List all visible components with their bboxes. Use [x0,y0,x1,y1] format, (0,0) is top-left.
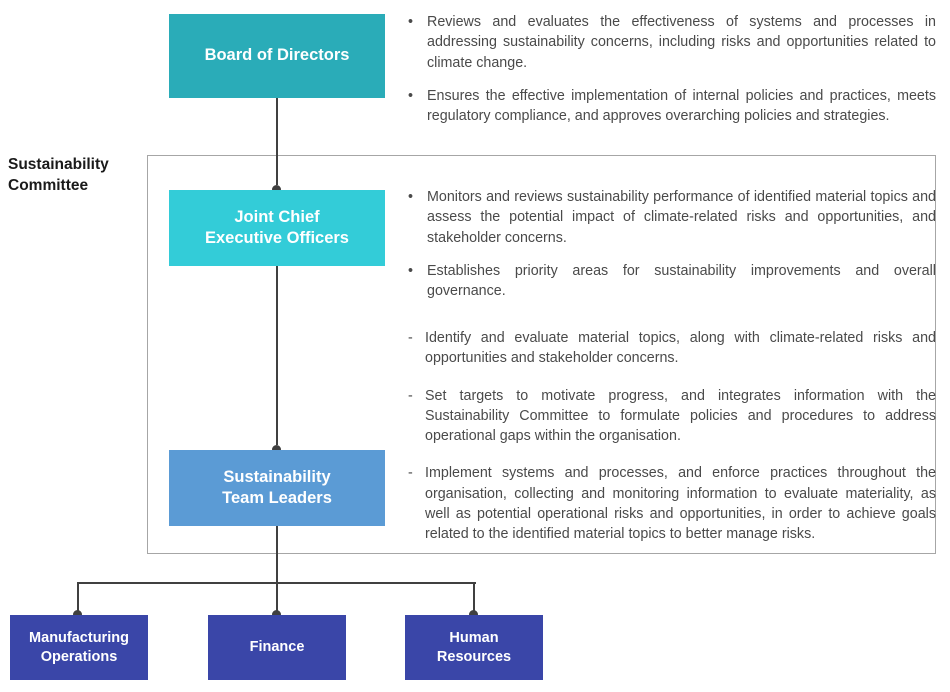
committee-label-line-1: Sustainability [8,156,109,173]
responsibility-text: Monitors and reviews sustainability perf… [427,189,936,246]
responsibility-text: Identify and evaluate material topics, a… [425,330,936,367]
connector-dot-jceo [272,185,281,194]
responsibility-item: • Reviews and evaluates the effectiveness… [400,12,936,73]
node-finance-label: Finance [249,639,305,656]
responsibility-item: • Monitors and reviews sustainability per… [400,187,936,248]
sustainability-committee-label: Sustainability Committee [8,155,140,196]
bullet-marker: • [408,87,414,104]
dash-marker: - [408,387,413,404]
connector-dot-team-leaders [272,445,281,454]
node-board-of-directors[interactable]: Board of Directors [169,14,385,98]
bullet-marker: • [408,189,414,205]
node-finance[interactable]: Finance [208,615,346,680]
connector-drop-human-resources [473,582,475,615]
node-human-resources-label-line-1: Human [449,629,499,646]
responsibility-text: Establishes priority areas for sustainab… [427,262,936,300]
node-manufacturing-operations[interactable]: Manufacturing Operations [10,615,148,680]
bullet-marker: • [408,262,414,279]
responsibility-text: Ensures the effective implementation of … [427,87,936,125]
node-human-resources[interactable]: Human Resources [405,615,543,680]
node-board-of-directors-label: Board of Directors [204,46,350,65]
committee-label-line-2: Committee [8,176,89,194]
connector-dot-finance [272,610,281,619]
bullet-marker: • [408,14,414,30]
node-manufacturing-label-line-1: Manufacturing [29,629,129,646]
responsibility-item: • Ensures the effective implementation of… [400,86,936,127]
node-team-leaders-label-line-1: Sustainability [223,467,331,486]
responsibility-item: -Set targets to motivate progress, and i… [398,386,936,447]
node-jceo-label-line-2: Executive Officers [205,229,349,247]
connector-team-leaders-to-branch [276,526,278,583]
node-joint-chief-executive-officers[interactable]: Joint Chief Executive Officers [169,190,385,266]
responsibility-item: • Establishes priority areas for sustaina… [400,261,936,302]
panel-team-leaders-responsibilities: -Identify and evaluate material topics, … [398,328,936,562]
connector-drop-finance [276,582,278,615]
panel-board-responsibilities: • Reviews and evaluates the effectiveness… [400,12,936,126]
responsibility-item: -Implement systems and processes, and en… [398,463,936,544]
responsibility-text: Implement systems and processes, and enf… [425,465,936,543]
connector-dot-manufacturing [73,610,82,619]
responsibility-text: Set targets to motivate progress, and in… [425,387,936,445]
node-jceo-label-line-1: Joint Chief [234,207,320,226]
node-manufacturing-label-line-2: Operations [40,648,118,665]
sustainability-committee-boundary [147,155,936,554]
responsibility-text: Reviews and evaluates the effectiveness … [427,14,936,71]
connector-jceo-to-team-leaders [276,266,278,445]
connector-board-to-jceo [276,97,278,185]
connector-drop-manufacturing [77,582,79,615]
node-human-resources-label-line-2: Resources [436,648,512,665]
responsibility-item: -Identify and evaluate material topics, … [398,328,936,369]
dash-marker: - [408,465,413,482]
dash-marker: - [408,330,413,346]
connector-dot-human-resources [469,610,478,619]
panel-jceo-responsibilities: • Monitors and reviews sustainability per… [400,187,936,301]
node-team-leaders-label-line-2: Team Leaders [222,489,332,507]
node-sustainability-team-leaders[interactable]: Sustainability Team Leaders [169,450,385,526]
